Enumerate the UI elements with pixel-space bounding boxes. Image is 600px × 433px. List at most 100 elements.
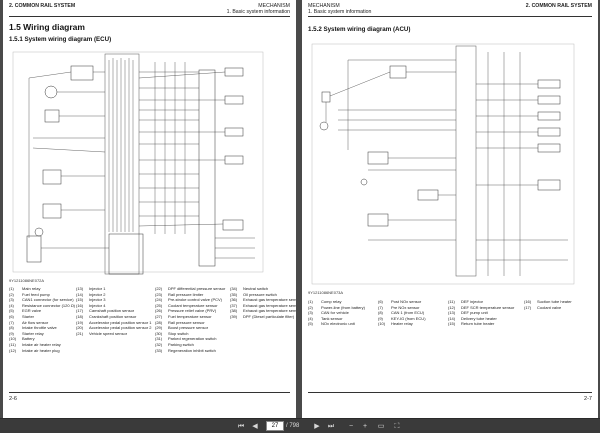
legend-item-number: (7) — [378, 304, 383, 310]
last-page-icon[interactable]: ⏭ — [327, 423, 335, 430]
page-number: 2-6 — [9, 396, 17, 402]
legend-item-label: Injector 3 — [89, 297, 106, 303]
legend-column: (6)Post NOx sensor(7)Pre NOx sensor(8)CA… — [378, 299, 426, 327]
legend-item: (11)Intake air heater relay — [9, 342, 75, 348]
legend-item: (25)Coolant temperature sensor — [155, 303, 225, 309]
legend-item-label: Injector 1 — [89, 286, 106, 291]
legend-item-label: Starter — [22, 313, 35, 319]
legend-item-number: (13) — [448, 310, 456, 316]
legend-item-number: (14) — [448, 315, 456, 321]
legend-item: (23)Rail pressure limiter — [155, 292, 225, 298]
legend-item-number: (9) — [378, 315, 383, 321]
legend-item-number: (2) — [9, 291, 14, 297]
legend-item-label: Accelerator pedal position sensor 2 — [89, 325, 152, 331]
legend-item-label: Parked regeneration switch — [168, 336, 217, 342]
legend-item: (4)Tank sensor — [308, 316, 365, 322]
legend-item-number: (1) — [9, 286, 14, 291]
figure-id: 9Y1211086NE073A — [308, 290, 344, 295]
legend-item-number: (16) — [524, 299, 532, 304]
legend-item-number: (36) — [230, 297, 238, 303]
legend-item-number: (23) — [155, 291, 163, 297]
legend-item-label: Tank sensor — [321, 315, 343, 321]
legend-item: (24)Pre-stroke control valve (PCV) — [155, 297, 225, 303]
legend-item: (20)Accelerator pedal position sensor 2 — [76, 325, 151, 331]
legend-item: (5)NOx electronic unit — [308, 321, 365, 327]
legend-item-number: (3) — [9, 297, 14, 303]
legend-item: (5) EGR valve — [9, 308, 75, 314]
legend-column: (34)Neutral switch(35)Oil pressure switc… — [230, 286, 296, 320]
legend-item: (33)Regeneration inhibit switch — [155, 348, 225, 354]
legend-item: (10)Battery — [9, 336, 75, 342]
legend-item-number: (28) — [155, 319, 163, 325]
legend-item-number: (15) — [448, 321, 456, 327]
legend-item-label: Injector 4 — [89, 302, 106, 308]
legend-item-label: DPF differential pressure sensor — [168, 286, 226, 291]
legend-item: (9)KEY-IG (from ECU) — [378, 316, 426, 322]
legend-item-label: Stop switch — [168, 330, 189, 336]
legend-item-label: Exhaust gas temperature sensor (T1) — [243, 302, 296, 308]
legend-item: (4)Resistance connector (120 Ω) — [9, 303, 75, 309]
legend-item-label: EGR valve — [22, 308, 42, 314]
legend-item-number: (17) — [524, 304, 532, 310]
legend-column: (11)DEF injector(12)DEF SCR temperature … — [448, 299, 514, 327]
legend-item-number: (35) — [230, 291, 238, 297]
legend-item-label: DPF (Diesel particulate filter) — [243, 313, 295, 319]
legend-item-label: Camshaft position sensor — [89, 308, 135, 314]
legend-item-label: Vehicle speed sensor — [89, 330, 128, 336]
legend-item-number: (13) — [76, 286, 84, 291]
header-chapter: 2. COMMON RAIL SYSTEM — [9, 3, 76, 9]
legend-item-label: Exhaust gas temperature sensor (T0) — [243, 297, 296, 303]
zoom-out-icon[interactable]: − — [348, 423, 354, 430]
legend-item: (27)Fuel temperature sensor — [155, 314, 225, 320]
legend-item-label: Return tube heater — [461, 321, 495, 327]
legend-item-label: Intake air heater plug — [22, 347, 60, 353]
legend-item: (31) Parked regeneration switch — [155, 336, 225, 342]
zoom-in-icon[interactable]: + — [362, 423, 368, 430]
legend-item-label: Battery — [22, 336, 35, 342]
fullscreen-icon[interactable]: ⛶ — [394, 423, 400, 430]
first-page-icon[interactable]: ⏮ — [237, 423, 245, 430]
footer-divider — [9, 392, 290, 393]
legend-item: (22)DPF differential pressure sensor — [155, 286, 225, 292]
legend-item-number: (5) — [9, 308, 14, 314]
legend-item-label: DEF injector — [461, 299, 484, 304]
legend-item-number: (27) — [155, 313, 163, 319]
legend-item-label: Coolant valve — [537, 304, 562, 310]
legend-item: (10)Heater relay — [378, 321, 426, 327]
legend-item: (30)Stop switch — [155, 331, 225, 337]
page-number-input[interactable]: 27 — [266, 421, 284, 431]
legend-item: (8)Intake throttle valve — [9, 325, 75, 331]
header-section-top: MECHANISM — [258, 3, 290, 9]
legend-item-number: (1) — [308, 299, 313, 304]
legend-item-number: (14) — [76, 291, 84, 297]
legend-item-number: (6) — [378, 299, 383, 304]
page-total: / 798 — [286, 423, 300, 429]
legend-item: (9)Starter relay — [9, 331, 75, 337]
next-page-icon[interactable]: ▶ — [314, 423, 320, 430]
subsection-title: 1.5.2 System wiring diagram (ACU) — [308, 26, 411, 33]
legend-column: (1)Comp relay(2)Power-line (from battery… — [308, 299, 365, 327]
legend-item: (7)Pre NOx sensor — [378, 305, 426, 311]
header-section: MECHANISM 1. Basic system information — [308, 3, 371, 15]
legend-column: (13)Injector 1(14)Injector 2(15)Injector… — [76, 286, 151, 336]
acu-wiring-diagram — [311, 43, 575, 285]
legend-item-number: (18) — [76, 313, 84, 319]
legend-column: (22)DPF differential pressure sensor(23)… — [155, 286, 225, 353]
legend-item-label: Parking switch — [168, 341, 194, 347]
legend-item: (13)DEF pump unit — [448, 310, 514, 316]
legend-item-label: Power-line (from battery) — [321, 304, 366, 310]
legend-item-number: (29) — [155, 325, 163, 331]
fit-page-icon[interactable]: ▭ — [377, 423, 385, 430]
legend-item-number: (11) — [9, 341, 16, 347]
legend-item: (16)Injector 4 — [76, 303, 151, 309]
previous-page-icon[interactable]: ◀ — [252, 423, 258, 430]
header-divider — [9, 16, 290, 17]
legend-item: (12)Intake air heater plug — [9, 348, 75, 354]
subsection-title: 1.5.1 System wiring diagram (ECU) — [9, 36, 112, 43]
legend-item-number: (31) — [155, 336, 163, 342]
legend-item: (15)Injector 3 — [76, 297, 151, 303]
legend-item-label: Boost pressure sensor — [168, 325, 209, 331]
legend-item-label: Resistance connector (120 Ω) — [22, 302, 76, 308]
legend-item-label: Comp relay — [321, 299, 342, 304]
